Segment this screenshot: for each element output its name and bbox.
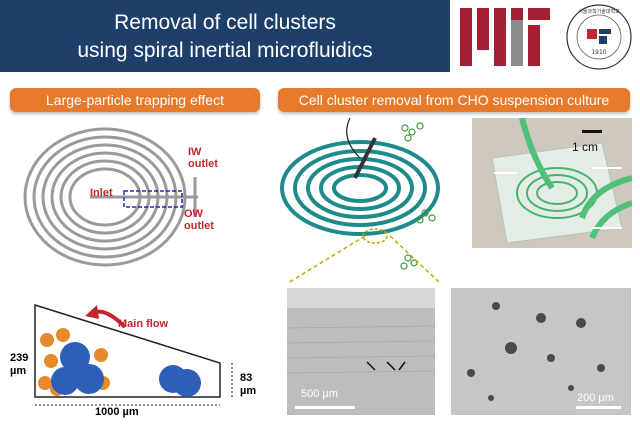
zoom-ellipse bbox=[362, 228, 388, 244]
title-banner: Removal of cell clusters using spiral in… bbox=[0, 0, 450, 72]
right-section-heading: Cell cluster removal from CHO suspension… bbox=[278, 88, 630, 112]
svg-text:서울과학기술대학교: 서울과학기술대학교 bbox=[578, 8, 620, 15]
spiral-channel-diagram bbox=[23, 127, 198, 267]
width-label: 1000 µm bbox=[95, 406, 139, 418]
svg-text:1910: 1910 bbox=[591, 49, 606, 56]
left-section-heading: Large-particle trapping effect bbox=[10, 88, 260, 112]
university-seal-logo: 1910 서울과학기술대학교 bbox=[566, 4, 632, 70]
inlet-label: Inlet bbox=[90, 187, 113, 199]
cells-scale-label: 200 µm bbox=[577, 392, 614, 404]
device-scale-label: 1 cm bbox=[572, 140, 599, 154]
title-line-2: using spiral inertial microfluidics bbox=[77, 39, 373, 62]
channel-micrograph: 500 µm bbox=[287, 288, 435, 415]
main-flow-label: Main flow bbox=[118, 318, 169, 330]
mit-logo bbox=[460, 8, 550, 66]
cell-cluster-dots bbox=[400, 122, 436, 270]
cells-micrograph: 200 µm bbox=[451, 288, 631, 415]
highlight-box bbox=[123, 190, 183, 208]
channel-scale-label: 500 µm bbox=[301, 388, 338, 400]
teal-spiral-device bbox=[280, 118, 440, 270]
device-photo: 1 cm bbox=[472, 118, 632, 248]
title-line-1: Removal of cell clusters bbox=[114, 11, 336, 34]
large-particles bbox=[51, 342, 201, 397]
channel-cross-section-diagram bbox=[34, 303, 233, 406]
zoom-lines bbox=[287, 235, 441, 284]
